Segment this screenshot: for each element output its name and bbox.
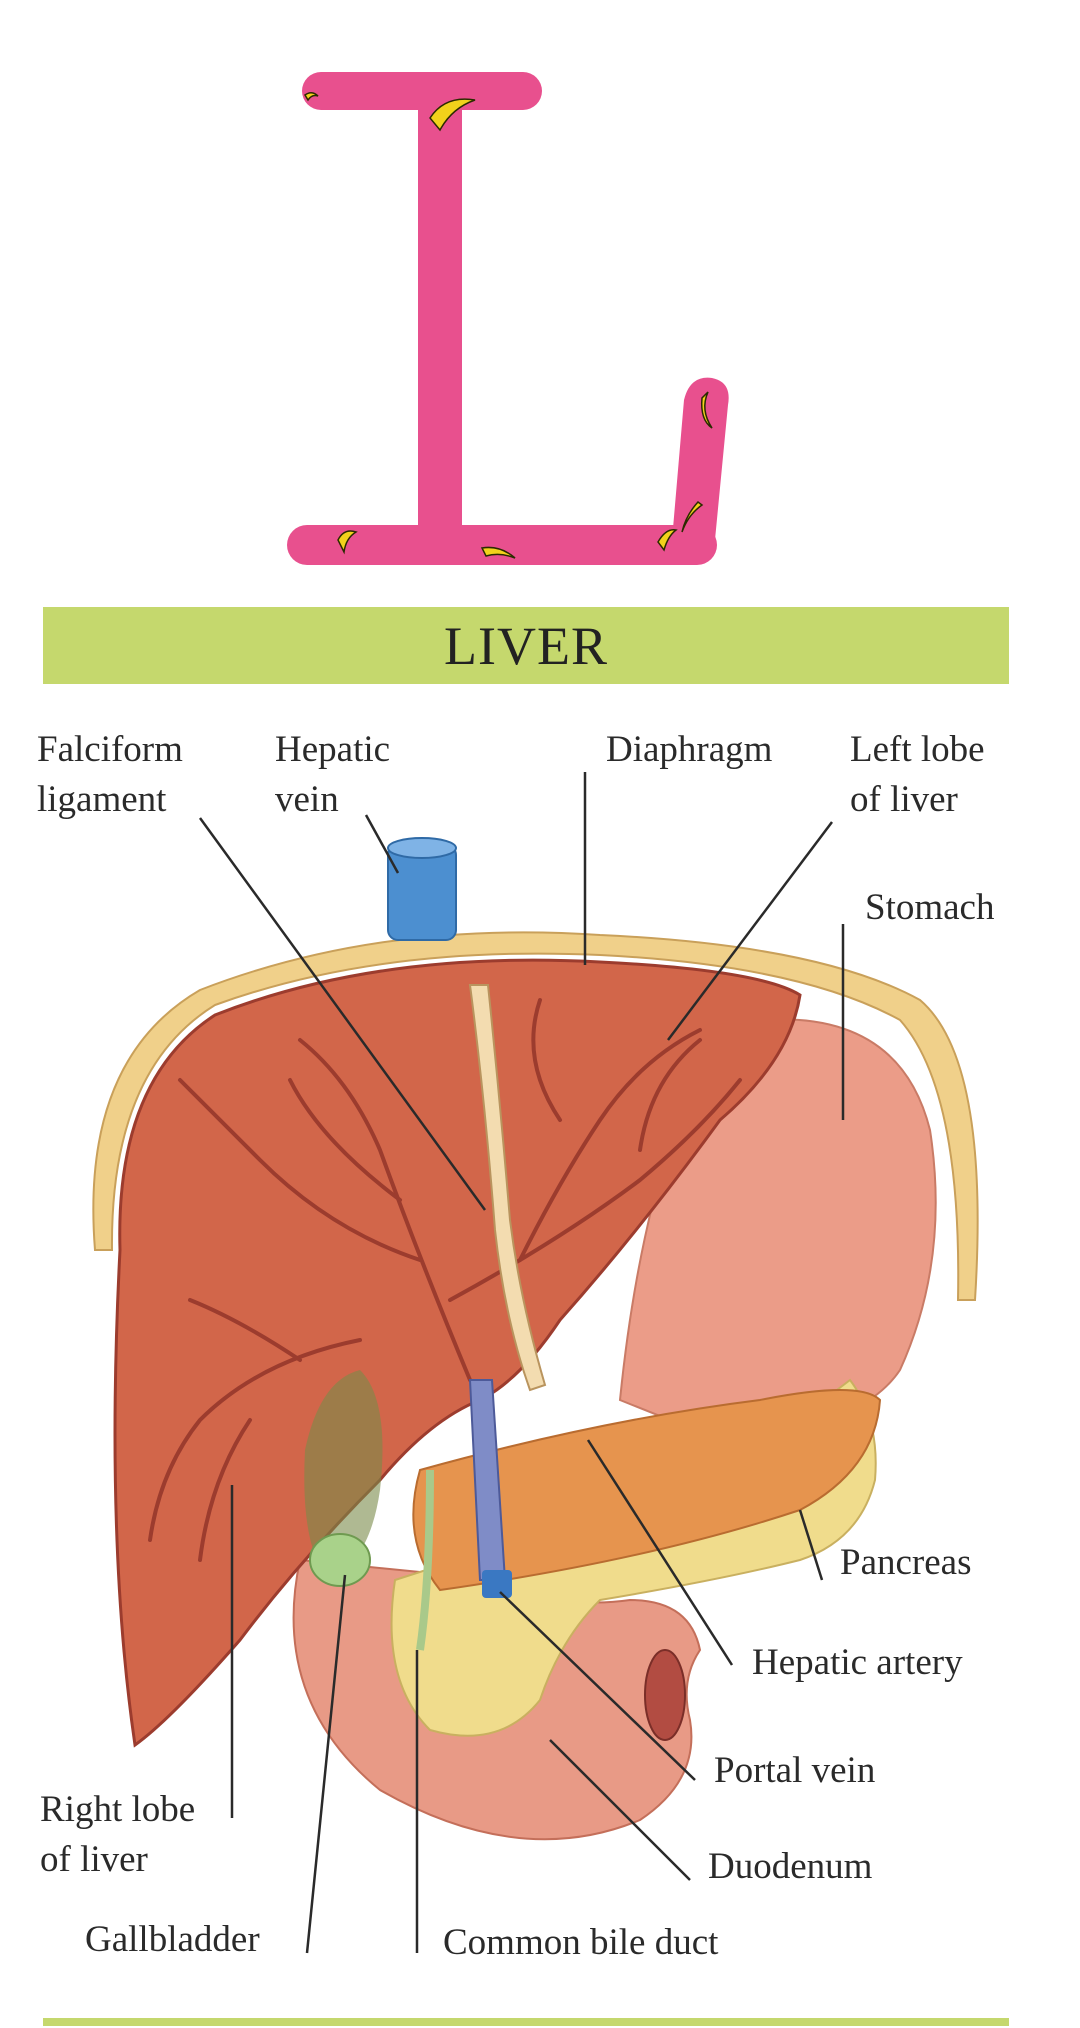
label-stomach: Stomach xyxy=(865,887,995,928)
label-portal-vein: Portal vein xyxy=(714,1750,876,1791)
label-hepatic-vein-line-1: Hepatic xyxy=(275,729,391,770)
liver-anatomy-illustration xyxy=(92,772,979,1954)
label-right-lobe: Right lobe of liver xyxy=(40,1785,195,1885)
label-gallbladder: Gallbladder xyxy=(85,1919,260,1960)
banana-icon xyxy=(304,92,713,559)
label-left-lobe-line-1: Left lobe xyxy=(850,729,985,770)
label-left-lobe: Left lobe of liver xyxy=(850,725,985,825)
hepatic-vein-shape xyxy=(387,844,457,941)
label-right-lobe-line-2: of liver xyxy=(40,1839,148,1880)
label-falciform-ligament: Falciform ligament xyxy=(37,725,183,825)
label-falciform-line-2: ligament xyxy=(37,779,167,820)
page-title: LIVER xyxy=(444,615,608,676)
label-duodenum: Duodenum xyxy=(708,1846,873,1887)
leader-lines xyxy=(198,772,845,1954)
label-left-lobe-line-2: of liver xyxy=(850,779,958,820)
letter-l-graphic xyxy=(287,72,729,565)
label-diaphragm: Diaphragm xyxy=(606,729,773,770)
label-hepatic-vein: Hepatic vein xyxy=(275,725,390,825)
label-pancreas: Pancreas xyxy=(840,1542,972,1583)
bottom-divider xyxy=(43,2018,1009,2026)
common-bile-duct-shape xyxy=(416,1469,434,1651)
label-hepatic-vein-line-2: vein xyxy=(275,779,339,820)
label-right-lobe-line-1: Right lobe xyxy=(40,1789,196,1830)
title-bar: LIVER xyxy=(43,607,1009,684)
liver-vessels xyxy=(148,998,742,1562)
label-hepatic-artery: Hepatic artery xyxy=(752,1642,963,1683)
pancreatic-body-shape xyxy=(412,1389,882,1592)
gallbladder-shape xyxy=(304,1370,383,1580)
label-common-bile-duct: Common bile duct xyxy=(443,1922,719,1963)
letter-l-shape xyxy=(287,72,729,565)
falciform-ligament-shape xyxy=(468,984,547,1392)
diaphragm-shape xyxy=(92,931,979,1301)
label-falciform-line-1: Falciform xyxy=(37,729,183,770)
